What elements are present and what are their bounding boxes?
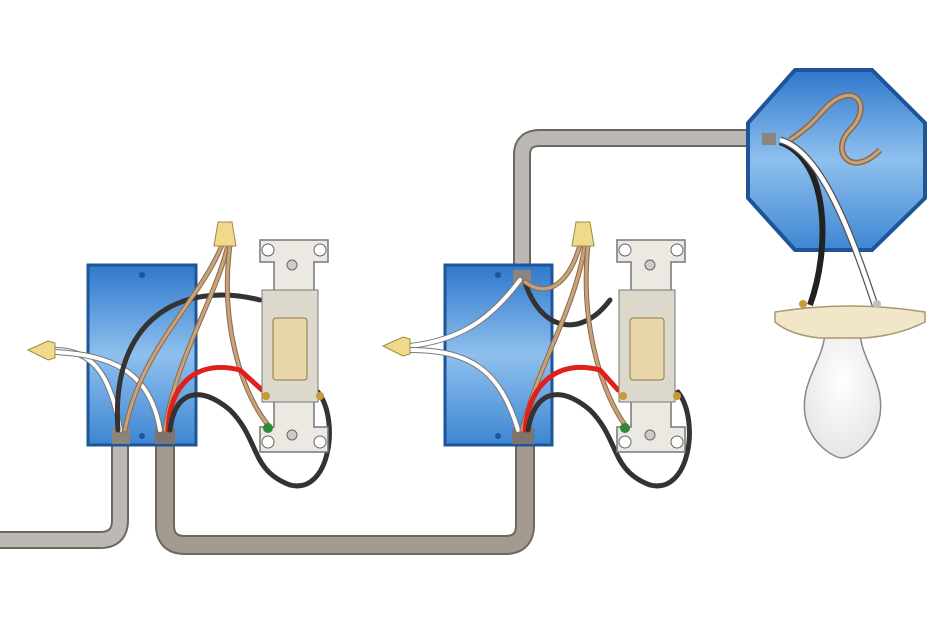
light-bulb bbox=[803, 329, 882, 459]
switch-left bbox=[259, 239, 329, 453]
ceiling-box bbox=[746, 68, 927, 252]
cable-feed-left bbox=[0, 440, 129, 549]
wires-right bbox=[407, 242, 692, 489]
cable-between-boxes bbox=[155, 440, 535, 555]
cable-to-ceiling-box bbox=[513, 129, 770, 275]
wire-nut-left-neutral bbox=[26, 340, 56, 361]
junction-box-left bbox=[86, 263, 198, 447]
lamp-holder bbox=[774, 300, 926, 339]
ceiling-wires bbox=[778, 136, 879, 307]
wires-left bbox=[52, 242, 332, 489]
wire-nut-right-ground bbox=[571, 221, 595, 247]
switch-right bbox=[616, 239, 686, 453]
wire-nut-right-neutral bbox=[381, 336, 411, 357]
wire-nut-left-ground bbox=[213, 221, 237, 247]
